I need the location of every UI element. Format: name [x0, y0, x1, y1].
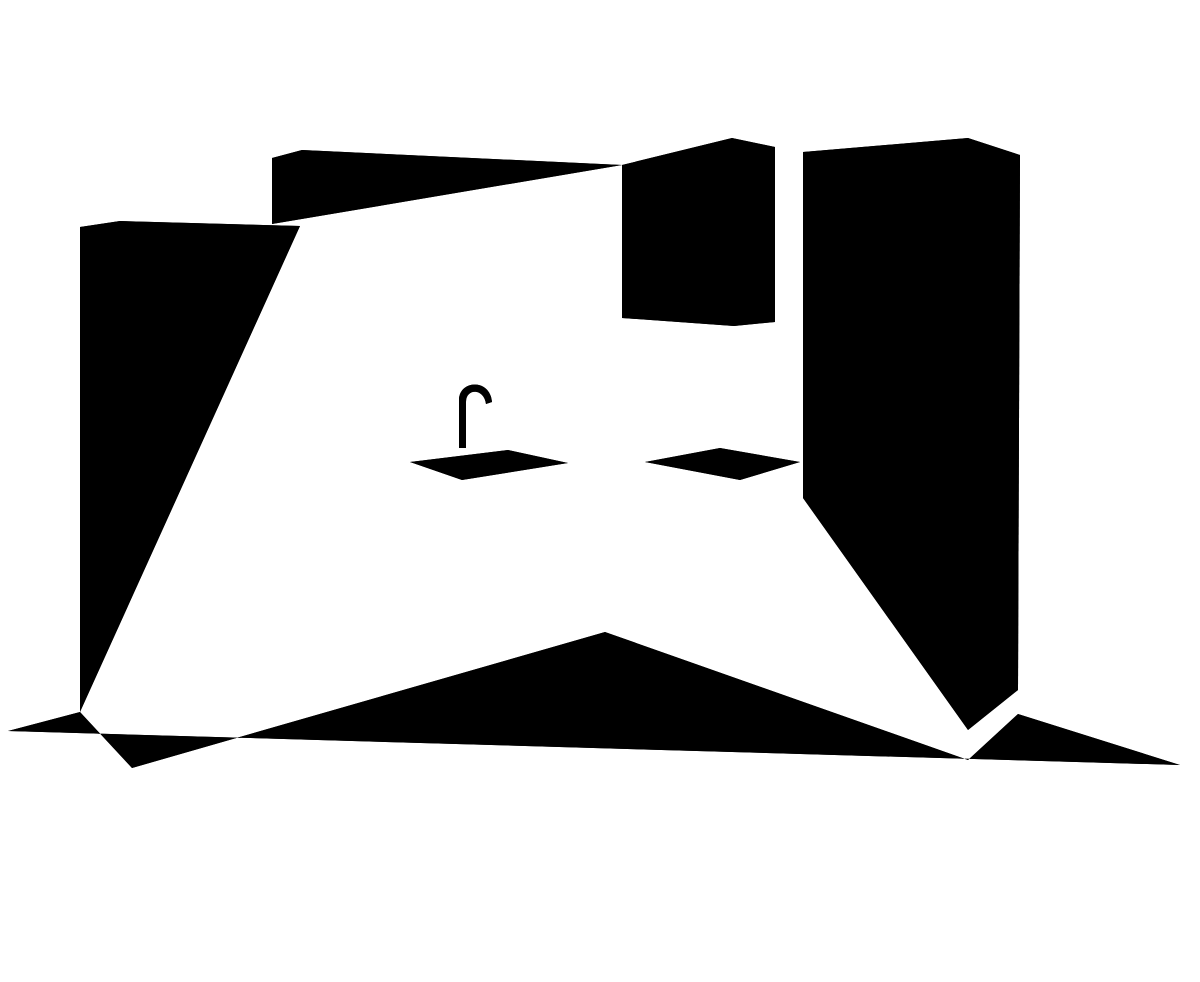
drawing-fill [8, 138, 1180, 768]
